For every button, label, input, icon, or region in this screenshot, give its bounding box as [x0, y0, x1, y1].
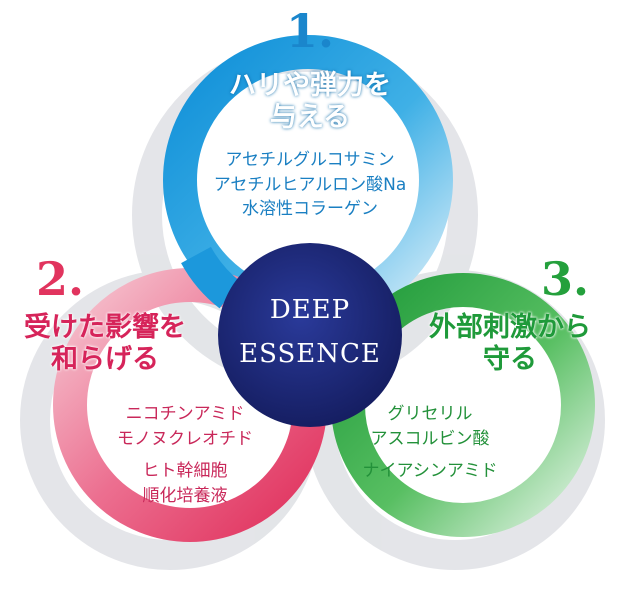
segment-2-items: ニコチンアミド モノヌクレオチド ヒト幹細胞 順化培養液 — [95, 402, 275, 509]
segment-1-heading-line2: 与える — [269, 101, 351, 133]
segment-3-number: 3. — [540, 252, 590, 306]
segment-1-item: アセチルグルコサミン — [225, 150, 395, 170]
segment-3-heading-line1: 外部刺激から — [429, 312, 591, 343]
segment-1-number: 1. — [285, 4, 335, 58]
center-label-line2: ESSENCE — [239, 339, 381, 370]
segment-1-item: アセチルヒアルロン酸Na — [213, 174, 407, 195]
segment-3-item: グリセリル — [387, 404, 473, 424]
center-label-line1: DEEP — [269, 295, 351, 325]
segment-3-items: グリセリル アスコルビン酸 ナイアシンアミド — [340, 402, 520, 484]
segment-3-item: アスコルビン酸 — [370, 428, 490, 449]
segment-2-item: ニコチンアミド — [125, 404, 245, 424]
ring-blue-overlap — [181, 246, 241, 309]
segment-1-items: アセチルグルコサミン アセチルヒアルロン酸Na 水溶性コラーゲン — [190, 148, 430, 222]
segment-1-item: 水溶性コラーゲン — [242, 199, 378, 220]
segment-3-item: ナイアシンアミド — [362, 461, 498, 482]
segment-2-heading: 受けた影響を 和らげる — [0, 312, 210, 376]
segment-1-heading: ハリや弾力を 与える — [190, 70, 430, 134]
segment-2-heading-line1: 受けた影響を — [24, 312, 186, 343]
segment-2-item: ヒト幹細胞 — [142, 461, 228, 482]
center-label: DEEP ESSENCE — [218, 288, 402, 376]
segment-2-number: 2. — [35, 252, 85, 306]
segment-2-item: 順化培養液 — [142, 485, 228, 506]
segment-1-heading-line1: ハリや弾力を — [229, 70, 391, 101]
segment-3-heading-line2: 守る — [483, 343, 537, 375]
segment-2-heading-line2: 和らげる — [51, 343, 159, 375]
segment-3-heading: 外部刺激から 守る — [405, 312, 615, 376]
segment-2-item: モノヌクレオチド — [117, 428, 253, 449]
center-core — [218, 243, 402, 427]
